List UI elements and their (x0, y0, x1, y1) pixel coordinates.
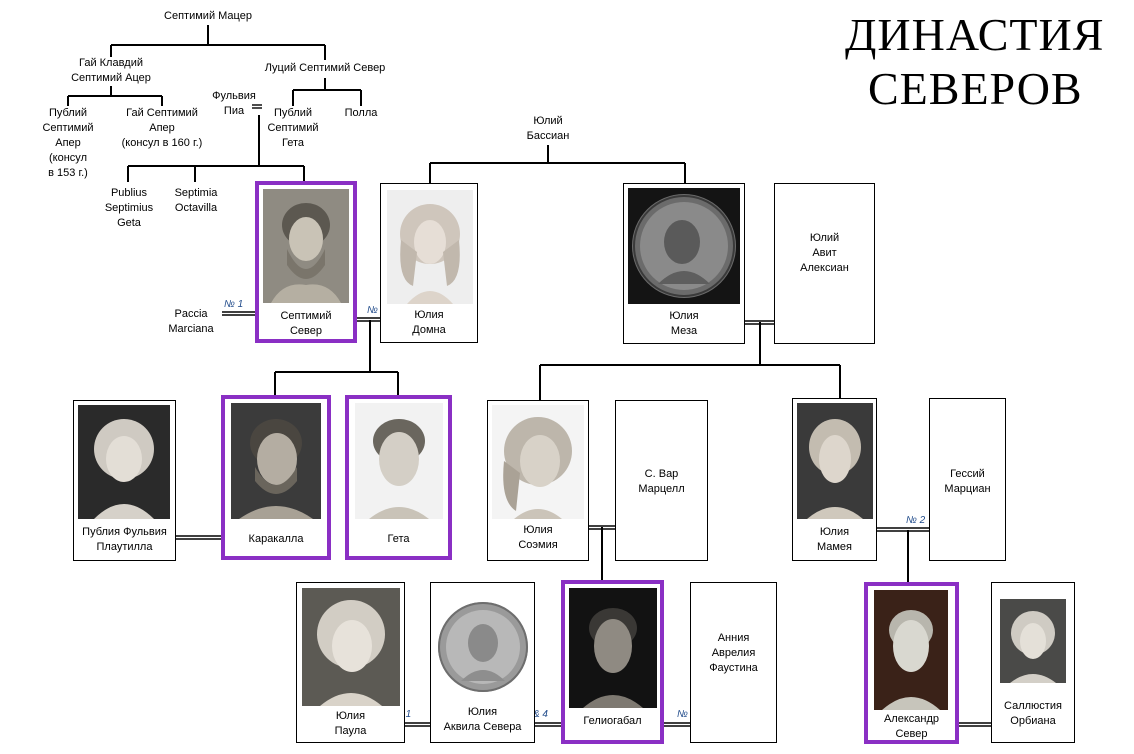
person-box-julia-paula: Юлия Паула (296, 582, 405, 743)
label-septimius-macer: Септимий Мацер (164, 10, 252, 22)
title-line-2: СЕВЕРОВ (868, 63, 1083, 114)
name-gessius-marcianus: Гессий Марциан (944, 468, 991, 495)
label-gaius-aper: Гай Септимий Апер (консул в 160 г.) (121, 107, 203, 149)
name-caracalla: Каракалла (248, 533, 304, 545)
label-publius-aper: Публий Септимий Апер (консул в 153 г.) (42, 107, 94, 179)
label-septimia-octavilla: Septimia Octavilla (174, 187, 218, 214)
portrait-bust-caracalla (231, 403, 321, 519)
person-box-plautilla: Публия Фульвия Плаутилла (73, 400, 176, 561)
marriage-number-severus-paccia: № 1 (224, 299, 244, 310)
name-julia-maesa: Юлия Меза (669, 310, 699, 337)
person-box-julia-domna: Юлия Домна (380, 183, 478, 343)
name-alexander-severus: Александр Север (883, 713, 940, 740)
title-line-1: ДИНАСТИЯ (845, 9, 1105, 60)
person-box-julia-mamaea: Юлия Мамея (792, 398, 877, 561)
name-septimius-severus: Септимий Север (280, 310, 332, 337)
person-box-julia-soaemias: Юлия Соэмия (487, 400, 589, 561)
person-box-julius-avitus: Юлий Авит Алексиан (774, 183, 875, 344)
person-box-elagabalus: Гелиогабал (561, 580, 664, 744)
person-box-alexander-severus: Александр Север (864, 582, 959, 744)
person-box-julia-maesa: Юлия Меза (623, 183, 745, 344)
portrait-bust-septimius-severus (263, 189, 349, 303)
label-paccia-marciana: Paccia Marciana (168, 308, 214, 335)
label-gaius-claudius: Гай Клавдий Септимий Ацер (71, 57, 151, 84)
portrait-bust-julia-paula (302, 588, 400, 706)
person-box-sallustia-orbiana: Саллюстия Орбиана (991, 582, 1075, 743)
portrait-bust-julia-soaemias (492, 405, 584, 519)
portrait-bust-geta (355, 403, 443, 519)
marriage-number-mamaea-gessius: № 2 (906, 515, 926, 526)
name-sallustia-orbiana: Саллюстия Орбиана (1004, 700, 1062, 727)
name-varius-marcellus: С. Вар Марцелл (638, 468, 685, 495)
portrait-bust-elagabalus (569, 588, 657, 708)
person-box-annia-faustina: Анния Аврелия Фаустина (690, 582, 777, 743)
person-box-gessius-marcianus: Гессий Марциан (929, 398, 1006, 561)
portrait-bust-julia-domna (387, 190, 473, 304)
person-box-varius-marcellus: С. Вар Марцелл (615, 400, 708, 561)
name-elagabalus: Гелиогабал (583, 715, 642, 727)
coin-julia-maesa (628, 188, 740, 304)
person-box-septimius-severus: Септимий Север (255, 181, 357, 343)
name-aquilia-severa: Юлия Аквила Севера (443, 706, 522, 733)
name-julia-paula: Юлия Паула (334, 710, 367, 737)
portrait-bust-sallustia-orbiana (1000, 599, 1066, 683)
label-julius-bassianus: Юлий Бассиан (526, 115, 570, 142)
portrait-bust-julia-mamaea (797, 403, 873, 519)
coin-aquilia-severa (437, 597, 529, 697)
person-box-aquilia-severa: Юлия Аквила Севера (430, 582, 535, 743)
person-box-geta: Гета (345, 395, 452, 560)
portrait-bust-plautilla (78, 405, 170, 519)
name-julia-mamaea: Юлия Мамея (816, 526, 853, 553)
marriage-number-severus-domna: № 2 (367, 305, 387, 316)
label-publius-geta: Публий Септимий Гета (267, 107, 319, 149)
label-fulvia-pia: Фульвия Пиа (212, 90, 256, 117)
name-geta: Гета (387, 533, 410, 545)
label-polla: Полла (344, 107, 378, 119)
name-julius-avitus: Юлий Авит Алексиан (800, 232, 849, 274)
name-annia-faustina: Анния Аврелия Фаустина (709, 632, 758, 674)
label-publius-geta-latin: Publius Septimius Geta (104, 187, 154, 229)
marriage-number-elagabalus-annia: № 3 (677, 709, 697, 720)
label-lucius-severus: Луций Септимий Север (264, 62, 386, 74)
name-plautilla: Публия Фульвия Плаутилла (82, 526, 167, 553)
portrait-bust-alexander-severus (874, 590, 948, 710)
person-box-caracalla: Каракалла (221, 395, 331, 560)
name-julia-soaemias: Юлия Соэмия (518, 524, 558, 551)
name-julia-domna: Юлия Домна (412, 309, 446, 336)
